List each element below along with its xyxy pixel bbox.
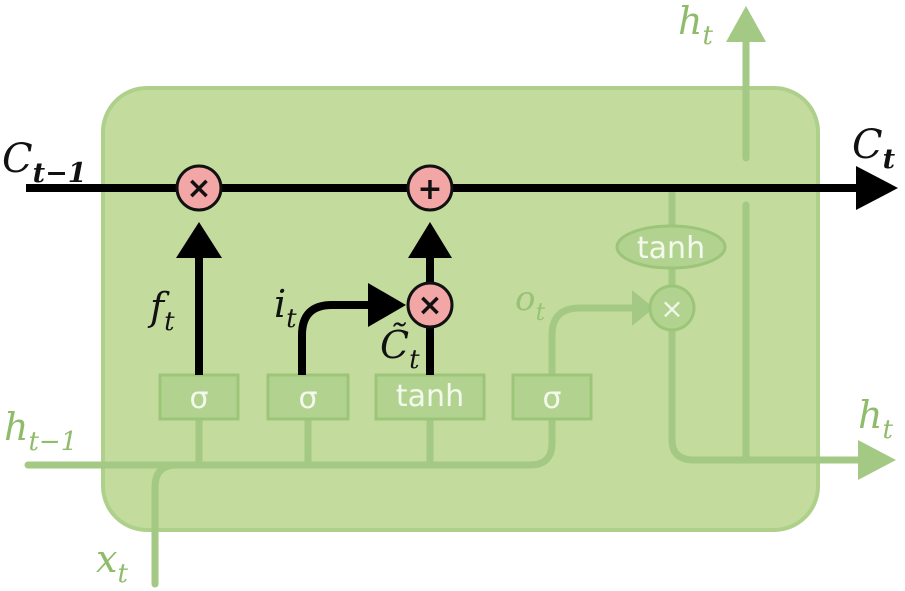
cell-tanh: tanh bbox=[615, 224, 727, 270]
input-arrowhead bbox=[368, 283, 406, 327]
op-forget-mul: × bbox=[175, 164, 223, 212]
label-c-prev: Ct−1 bbox=[2, 136, 87, 189]
gate-forget: σ bbox=[158, 373, 240, 421]
forget-arrowhead bbox=[176, 222, 222, 258]
gate-forget-label: σ bbox=[189, 381, 208, 416]
op-forget-mul-label: × bbox=[186, 171, 211, 206]
label-o: ot bbox=[515, 279, 545, 326]
gate-candidate: tanh bbox=[374, 373, 486, 421]
h-top-arrowhead bbox=[726, 6, 766, 42]
gate-output-label: σ bbox=[542, 381, 561, 416]
op-input-mul: × bbox=[406, 281, 454, 329]
cell-state-arrowhead bbox=[856, 166, 898, 210]
label-h-out: ht bbox=[858, 393, 893, 445]
gate-candidate-label: tanh bbox=[396, 379, 464, 414]
gate-output: σ bbox=[511, 373, 593, 421]
label-c-out: Ct bbox=[852, 122, 896, 175]
output-gate-arrowhead bbox=[632, 290, 654, 326]
op-output-mul-label: × bbox=[660, 292, 683, 325]
faded-paths bbox=[24, 36, 864, 588]
op-input-add: + bbox=[406, 164, 454, 212]
h-out-arrowhead bbox=[858, 440, 896, 480]
op-output-mul: × bbox=[648, 284, 696, 332]
label-i: it bbox=[274, 282, 297, 334]
candidate-arrowhead bbox=[408, 222, 452, 258]
label-h-prev: ht−1 bbox=[4, 405, 77, 457]
label-x-in: xt bbox=[96, 537, 128, 589]
gate-input-label: σ bbox=[298, 381, 317, 416]
label-h-top: ht bbox=[678, 0, 713, 51]
gate-input: σ bbox=[266, 373, 350, 421]
label-c-tilde: C̃t bbox=[380, 323, 420, 375]
op-input-add-label: + bbox=[417, 172, 442, 207]
op-input-mul-label: × bbox=[417, 288, 442, 323]
cell-tanh-label: tanh bbox=[637, 231, 705, 266]
